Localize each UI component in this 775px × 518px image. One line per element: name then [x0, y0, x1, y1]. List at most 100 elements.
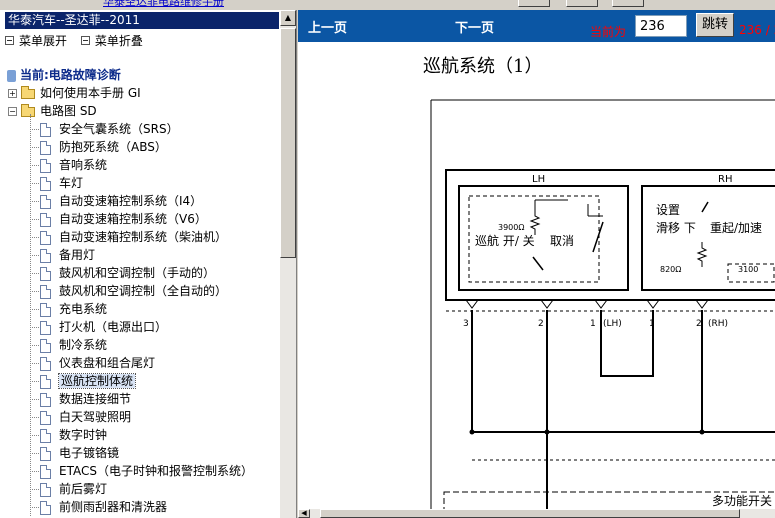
- scroll-up-arrow-icon[interactable]: ▲: [280, 10, 296, 26]
- current-location: 当前:电路故障诊断: [7, 66, 121, 84]
- rh-inner-dashed: [727, 263, 775, 283]
- tree-item[interactable]: 自动变速箱控制系统（V6）: [40, 210, 207, 228]
- tree-item-label: 备用灯: [59, 248, 96, 262]
- page-icon: [40, 338, 51, 353]
- left-vertical-scrollbar[interactable]: ▲: [280, 10, 296, 518]
- tree-node-gi[interactable]: + 如何使用本手册 GI: [8, 84, 141, 102]
- tree-item-label: 巡航控制体统: [57, 373, 137, 389]
- tree-item[interactable]: 制冷系统: [40, 336, 107, 354]
- page-icon: [40, 158, 51, 173]
- tree-item[interactable]: 车灯: [40, 174, 83, 192]
- tree-item[interactable]: 数据连接细节: [40, 390, 131, 408]
- rh-set-label: 设置: [656, 203, 680, 217]
- tree-item[interactable]: 安全气囊系统（SRS）: [40, 120, 179, 138]
- pin-arrow-2b: [695, 299, 709, 309]
- tree-item[interactable]: 防抱死系统（ABS）: [40, 138, 167, 156]
- toolbar-button-1[interactable]: [518, 0, 550, 7]
- tree-item[interactable]: 鼓风机和空调控制（全自动的）: [40, 282, 227, 300]
- expand-plus-icon[interactable]: +: [8, 89, 17, 98]
- tree-item[interactable]: 仪表盘和组合尾灯: [40, 354, 155, 372]
- lh-cancel-contact: [592, 221, 604, 253]
- menu-collapse-label: 菜单折叠: [94, 34, 143, 48]
- page-icon: [40, 302, 51, 317]
- toolbar-button-3[interactable]: [612, 0, 644, 7]
- prev-page-link[interactable]: 上一页: [308, 21, 348, 36]
- switch-assembly-box: [445, 169, 775, 301]
- tree-item[interactable]: 白天驾驶照明: [40, 408, 131, 426]
- current-location-label: 当前:电路故障诊断: [20, 68, 121, 82]
- tree-item-label: 车灯: [59, 176, 84, 190]
- page-icon: [40, 176, 51, 191]
- menu-collapse-button[interactable]: 菜单折叠: [80, 32, 143, 49]
- tree-item-label: 仪表盘和组合尾灯: [59, 356, 156, 370]
- next-page-link[interactable]: 下一页: [455, 21, 495, 36]
- tree-vertical-connector: [30, 114, 31, 516]
- left-frame-title: 华泰汽车--圣达菲--2011: [5, 12, 279, 29]
- rh-tag: (RH): [708, 319, 728, 329]
- tree-connector: [30, 399, 39, 400]
- page-icon: [40, 392, 51, 407]
- pin-3-label: 3: [463, 319, 469, 329]
- lh-cancel-label: 取消: [550, 234, 574, 248]
- pin-arrow-3: [465, 299, 479, 309]
- page-total: 236 / 2: [739, 23, 775, 37]
- tree-item[interactable]: ETACS（电子时钟和报警控制系统）: [40, 462, 253, 480]
- tree-item[interactable]: 自动变速箱控制系统（I4）: [40, 192, 202, 210]
- tree-item[interactable]: 电子镀铬镜: [40, 444, 119, 462]
- tree-connector: [30, 147, 39, 148]
- connector-pins: [465, 299, 709, 309]
- scroll-left-arrow-icon[interactable]: ◀: [298, 509, 310, 518]
- rh-switch-contact: [701, 201, 709, 213]
- tree-item-label: 自动变速箱控制系统（V6）: [59, 212, 207, 226]
- tree-item[interactable]: 数字时钟: [40, 426, 107, 444]
- top-link[interactable]: 华泰圣达菲电路维修手册: [103, 0, 224, 8]
- tree-connector: [30, 507, 39, 508]
- rh-switch-box: [641, 185, 775, 291]
- horizontal-scroll-thumb[interactable]: [320, 509, 740, 518]
- tree-item[interactable]: 巡航控制体统: [40, 372, 137, 390]
- junction-1: [469, 429, 475, 435]
- tree-item[interactable]: 备用灯: [40, 246, 95, 264]
- rh-label: RH: [718, 174, 732, 185]
- tree-item[interactable]: 前后雾灯: [40, 480, 107, 498]
- lh-switch-contact: [532, 256, 544, 271]
- tree-node-sd[interactable]: −电路图 SD: [8, 102, 97, 120]
- menu-controls: 菜单展开 菜单折叠: [5, 32, 153, 49]
- tree-connector: [30, 201, 39, 202]
- rh-resistor-label-2: 3100: [738, 265, 758, 274]
- tree-item-label: 制冷系统: [59, 338, 108, 352]
- tree-connector: [30, 435, 39, 436]
- tree-connector: [30, 363, 39, 364]
- jump-button[interactable]: 跳转: [696, 13, 734, 37]
- wires: [471, 310, 775, 518]
- document-frame: 上一页 下一页 当前为 跳转 236 / 2 巡航系统（1） LH RH 390…: [298, 10, 775, 518]
- lh-tag: (LH): [603, 319, 622, 329]
- page-number-input[interactable]: [635, 15, 687, 37]
- current-icon: [7, 69, 16, 82]
- tree-connector: [30, 219, 39, 220]
- menu-expand-button[interactable]: 菜单展开: [5, 32, 67, 49]
- page-icon: [40, 500, 51, 515]
- folder-icon: [21, 85, 35, 99]
- page-navigation-bar: 上一页 下一页 当前为 跳转 236 / 2: [298, 10, 775, 42]
- scroll-thumb[interactable]: [280, 28, 296, 258]
- document-title: 巡航系统（1）: [423, 56, 543, 77]
- page-icon: [40, 446, 51, 461]
- document-horizontal-scrollbar[interactable]: ◀: [298, 509, 775, 518]
- tree-item[interactable]: 充电系统: [40, 300, 107, 318]
- tree-item[interactable]: 鼓风机和空调控制（手动的）: [40, 264, 215, 282]
- tree-node-gi-label: 如何使用本手册 GI: [40, 86, 141, 100]
- toolbar-button-2[interactable]: [566, 0, 598, 7]
- collapse-minus-icon[interactable]: −: [8, 107, 17, 116]
- rh-resume-label: 重起/加速: [710, 221, 762, 235]
- tree-item[interactable]: 自动变速箱控制系统（柴油机）: [40, 228, 227, 246]
- wire-lh-rh-loop: [600, 310, 654, 377]
- page-icon: [40, 230, 51, 245]
- tree-item[interactable]: 音响系统: [40, 156, 107, 174]
- pin-2a-label: 2: [538, 319, 544, 329]
- page-icon: [40, 482, 51, 497]
- tree-item[interactable]: 前侧雨刮器和清洗器: [40, 498, 167, 516]
- tree-item-label: 前侧雨刮器和清洗器: [59, 500, 168, 514]
- tree-item[interactable]: 打火机（电源出口）: [40, 318, 167, 336]
- tree-connector: [30, 165, 39, 166]
